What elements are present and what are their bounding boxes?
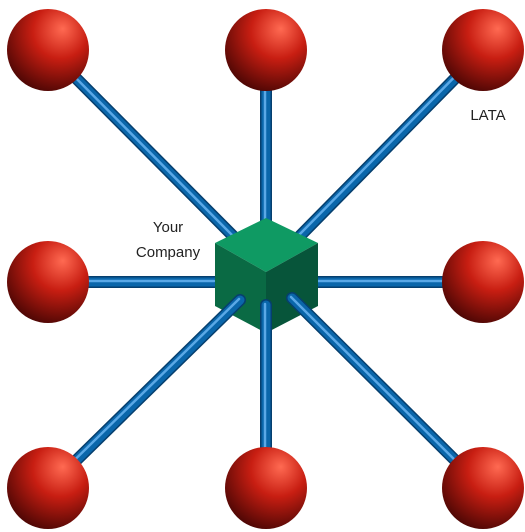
company-label-line2: Company: [136, 244, 201, 261]
hub-top-face: [215, 218, 318, 272]
link-highlight: [45, 47, 236, 239]
lata-label: LATA: [470, 107, 505, 124]
link-top-left: [42, 44, 241, 244]
link-bottom-left: [42, 294, 246, 494]
link-highlight: [45, 297, 241, 489]
lata-node-bottom-center: [225, 447, 307, 529]
link-body: [43, 295, 245, 493]
link-highlight: [289, 295, 484, 489]
link-body: [293, 45, 488, 243]
lata-node-top-left: [7, 9, 89, 91]
company-label-line1: Your: [153, 219, 183, 236]
your-company-hub: [215, 218, 318, 333]
lata-nodes-layer: [7, 9, 524, 529]
lata-node-middle-right: [442, 241, 524, 323]
lata-node-bottom-left: [7, 447, 89, 529]
lata-node-bottom-right: [442, 447, 524, 529]
link-highlight: [295, 47, 484, 239]
lata-node-top-center: [225, 9, 307, 91]
lata-node-top-right: [442, 9, 524, 91]
link-top-right: [292, 44, 489, 244]
link-bottom-right: [286, 292, 489, 494]
lata-node-middle-left: [7, 241, 89, 323]
